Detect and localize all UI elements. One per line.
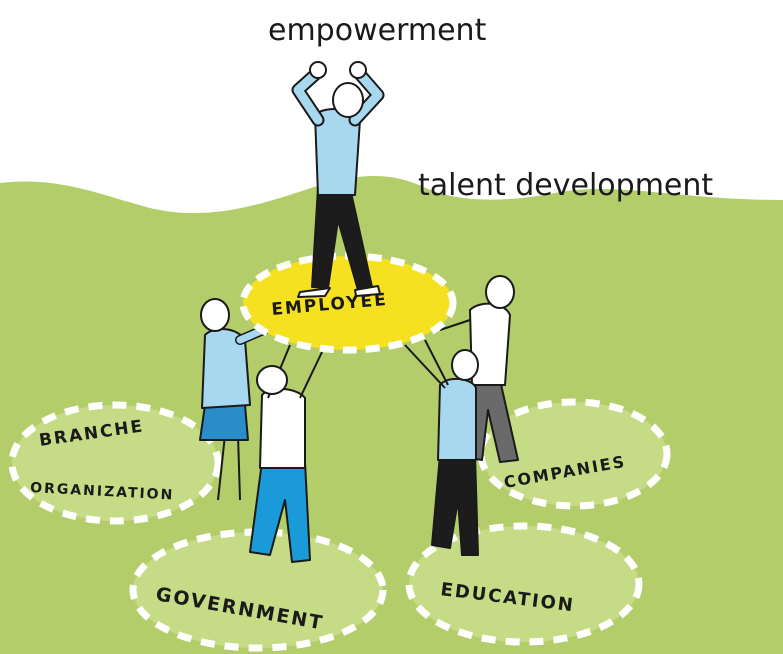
circle-branche-organization: BRANCHE ORGANIZATION: [8, 401, 222, 525]
platform-employee: EMPLOYEE: [239, 252, 457, 354]
heading-empowerment: empowerment: [268, 13, 487, 48]
figure-man-front-left: [249, 344, 323, 563]
heading-talent-development: talent development: [418, 168, 713, 203]
figure-woman-left: [199, 298, 280, 501]
label-organization: ORGANIZATION: [30, 480, 175, 504]
circle-government: GOVERNMENT: [129, 528, 387, 652]
figure-employee-top: [291, 61, 385, 298]
figure-man-right: [439, 275, 519, 463]
circle-companies: COMPANIES: [477, 398, 671, 510]
figure-woman-front-right: [404, 339, 479, 556]
